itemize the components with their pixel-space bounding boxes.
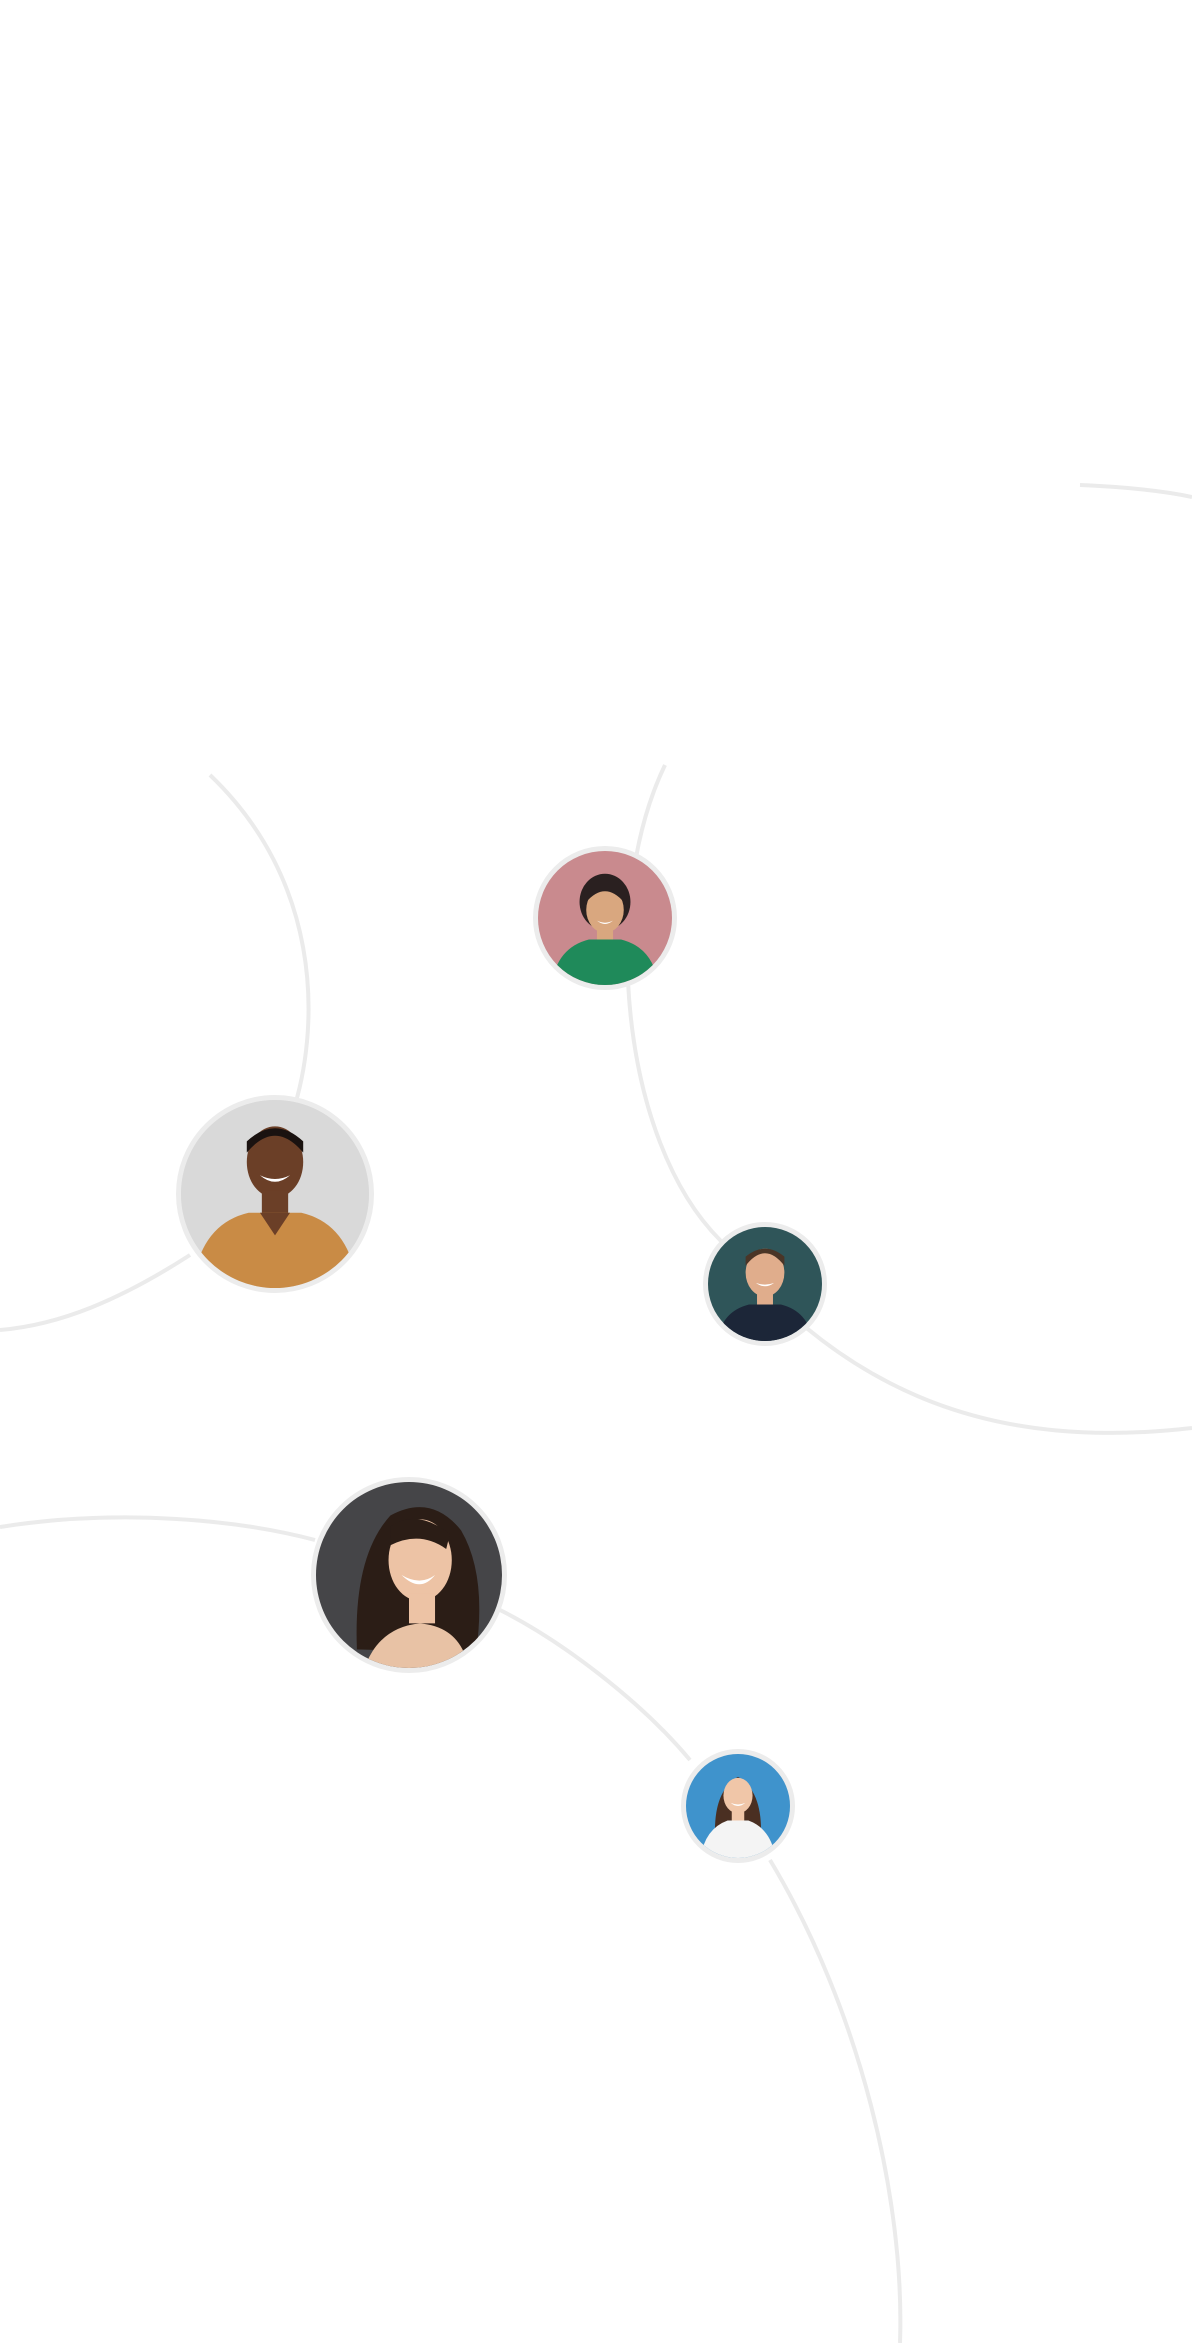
avatar-girl-white-shirt[interactable] — [681, 1749, 795, 1863]
portrait-man-mustard-shirt-image — [181, 1100, 369, 1288]
portrait-man-navy-shirt-image — [708, 1227, 822, 1341]
portrait-woman-dark-hair-image — [316, 1482, 502, 1668]
orbit-arc-top-right — [1080, 485, 1192, 497]
orbit-arc-right — [627, 765, 1192, 1433]
avatar-woman-dark-hair[interactable] — [311, 1477, 507, 1673]
portrait-girl-white-shirt-image — [686, 1754, 790, 1858]
portrait-woman-green-shirt-image — [538, 851, 672, 985]
avatar-man-navy-shirt[interactable] — [703, 1222, 827, 1346]
avatar-man-mustard-shirt[interactable] — [176, 1095, 374, 1293]
avatar-woman-green-shirt[interactable] — [533, 846, 677, 990]
